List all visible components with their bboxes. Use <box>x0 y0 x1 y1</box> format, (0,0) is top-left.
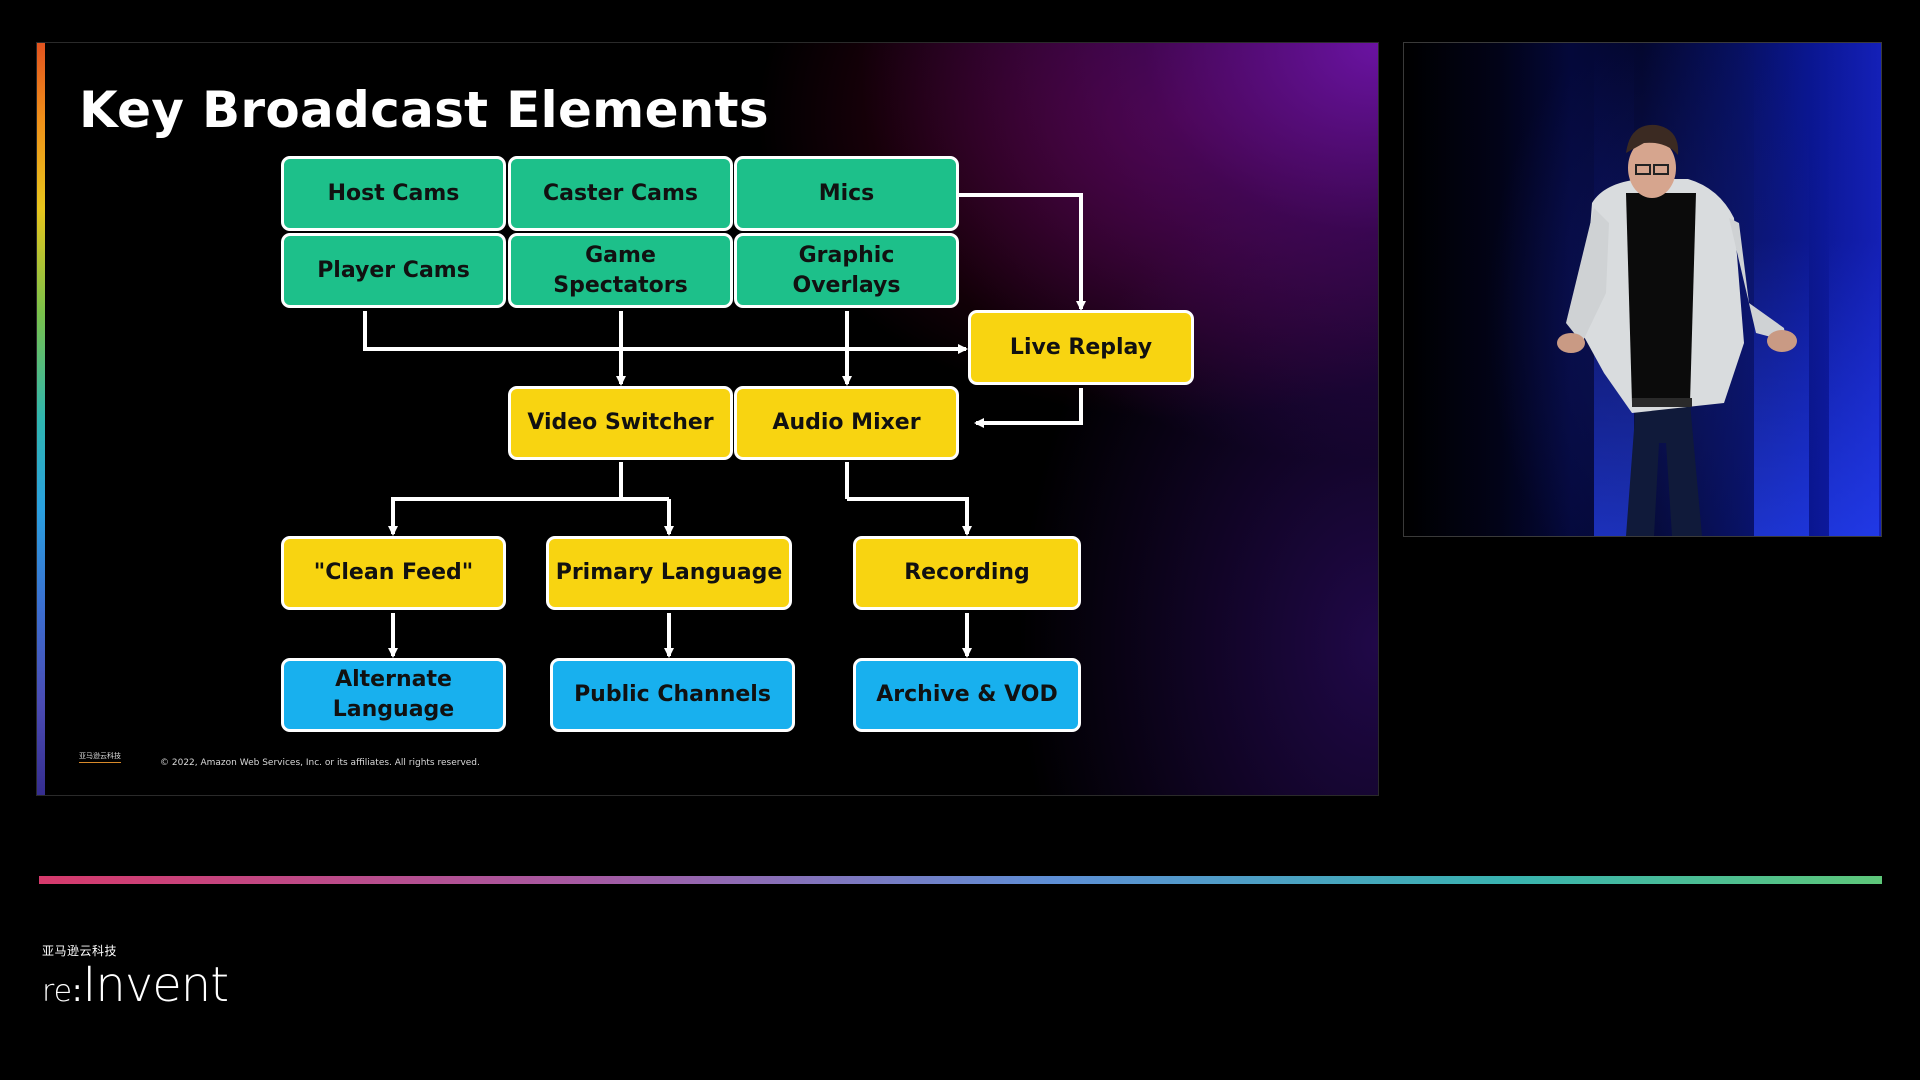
node-video-switcher: Video Switcher <box>508 386 733 460</box>
connector-mics-to-live-replay <box>957 193 1086 311</box>
node-game-spectators: Game Spectators <box>508 233 733 308</box>
presenter-figure <box>1557 124 1797 536</box>
connector-bus-to-recording <box>847 497 972 536</box>
connector-bus-to-clean-feed <box>388 497 621 536</box>
aws-china-label: 亚马逊云科技 <box>42 944 118 958</box>
stage-light-far-right <box>1829 43 1879 536</box>
node-mics: Mics <box>734 156 959 231</box>
reinvent-logo-invent: Invent <box>82 957 229 1013</box>
node-alternate-language: Alternate Language <box>281 658 506 732</box>
node-host-cams: Host Cams <box>281 156 506 231</box>
node-player-cams: Player Cams <box>281 233 506 308</box>
flow-connectors <box>363 193 1086 658</box>
stage-light-right <box>1754 43 1809 536</box>
node-archive-vod: Archive & VOD <box>853 658 1081 732</box>
node-graphic-overlays: Graphic Overlays <box>734 233 959 308</box>
presentation-slide: Key Broadcast Elements <box>36 42 1379 796</box>
broadcast-flow-diagram: Host Cams Caster Cams Mics Player Cams G… <box>37 43 1378 795</box>
node-clean-feed: "Clean Feed" <box>281 536 506 610</box>
connector-player-cams-to-live-replay <box>363 311 968 354</box>
slide-copyright: © 2022, Amazon Web Services, Inc. or its… <box>160 758 480 768</box>
slide-accent-stripe <box>37 43 45 795</box>
brand-gradient-bar <box>39 876 1882 884</box>
node-caster-cams: Caster Cams <box>508 156 733 231</box>
node-audio-mixer: Audio Mixer <box>734 386 959 460</box>
node-primary-language: Primary Language <box>546 536 792 610</box>
event-brand: 亚马逊云科技 re:Invent <box>42 942 229 1009</box>
speaker-video-feed <box>1403 42 1882 537</box>
reinvent-logo-re: re <box>42 974 73 1009</box>
reinvent-logo: re:Invent <box>42 961 229 1009</box>
connector-live-replay-to-audio-mixer <box>974 388 1083 428</box>
node-live-replay: Live Replay <box>968 310 1194 385</box>
node-recording: Recording <box>853 536 1081 610</box>
slide-title: Key Broadcast Elements <box>79 81 769 139</box>
node-public-channels: Public Channels <box>550 658 795 732</box>
slide-aws-logo: 亚马逊云科技 <box>79 751 121 763</box>
reinvent-logo-colon: : <box>72 974 83 1009</box>
